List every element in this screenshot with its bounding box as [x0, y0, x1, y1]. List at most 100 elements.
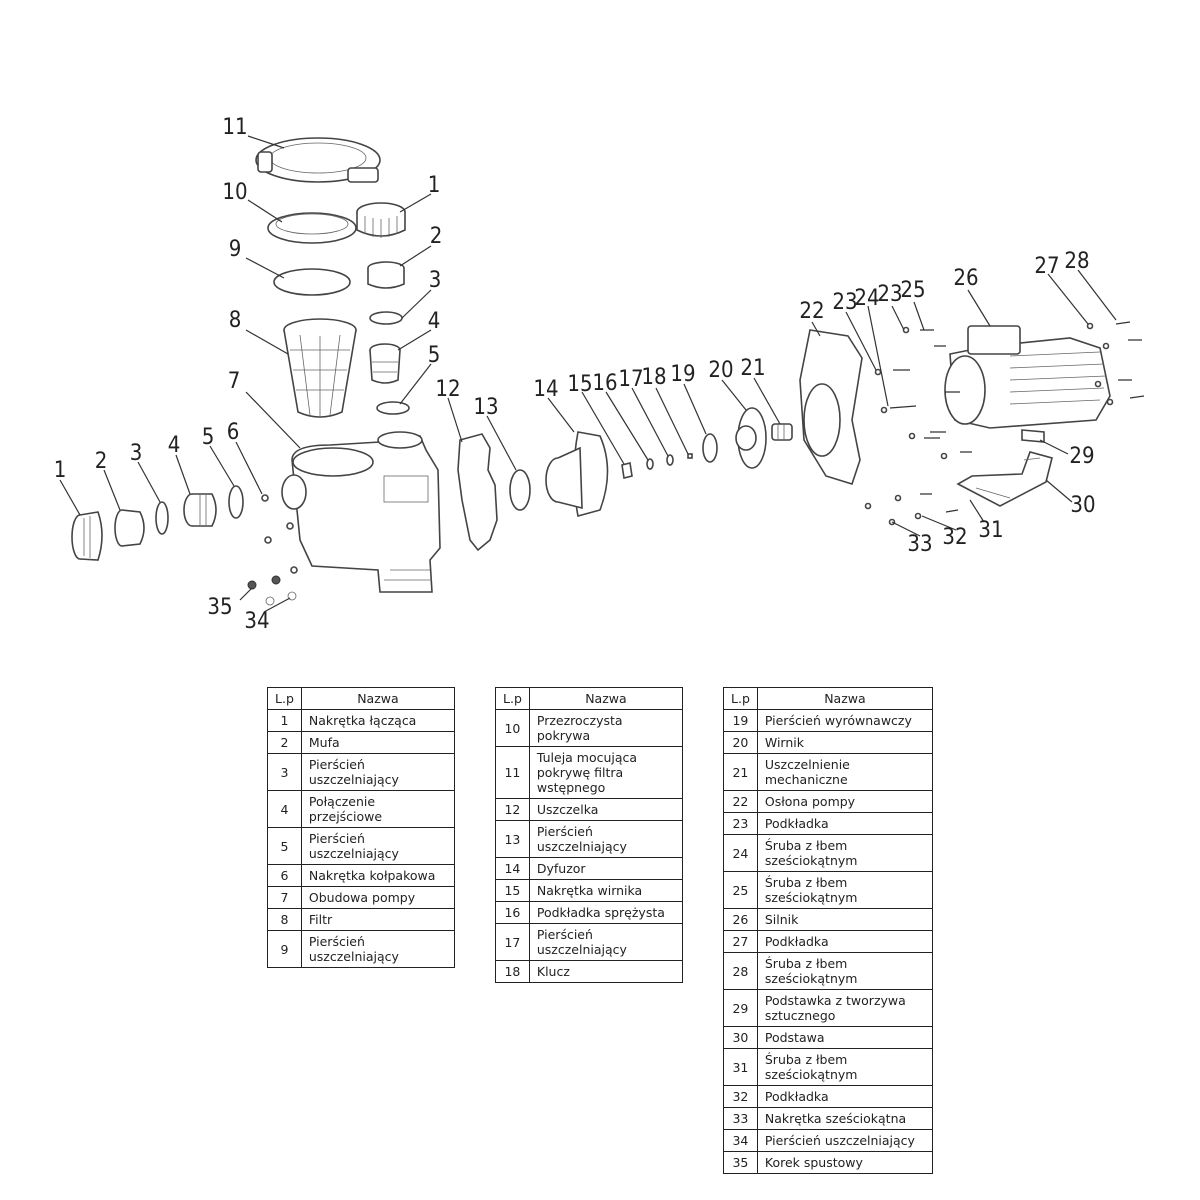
- callout-23-a: 23: [832, 290, 857, 315]
- part-oring-5-top: [376, 401, 410, 415]
- callout-3-top: 3: [429, 268, 442, 293]
- part-impeller: [735, 407, 767, 469]
- callout-11: 11: [222, 115, 247, 140]
- part-number-cell: 21: [723, 753, 758, 791]
- callout-28: 28: [1064, 249, 1089, 274]
- part-number-cell: 16: [495, 901, 530, 924]
- part-name-cell: Śruba z łbem sześciokątnym: [756, 952, 934, 990]
- part-wear-ring: [702, 433, 718, 463]
- callout-1-top: 1: [428, 173, 441, 198]
- part-name-cell: Podkładka: [756, 812, 934, 835]
- part-name-cell: Śruba z łbem sześciokątnym: [756, 871, 934, 909]
- part-number-cell: 8: [267, 908, 302, 931]
- part-pump-housing: [281, 431, 441, 593]
- part-number-cell: 24: [723, 834, 758, 872]
- callout-32: 32: [942, 525, 967, 550]
- callout-2-top: 2: [430, 224, 443, 249]
- part-name-cell: Podkładka sprężysta: [528, 901, 684, 924]
- part-number-cell: 13: [495, 820, 530, 858]
- callout-31: 31: [978, 518, 1003, 543]
- callout-5-left: 5: [202, 425, 215, 450]
- part-number-cell: 15: [495, 879, 530, 902]
- callout-18: 18: [641, 365, 666, 390]
- part-number-cell: 6: [267, 864, 302, 887]
- part-name-cell: Nakrętka kołpakowa: [300, 864, 456, 887]
- part-number-cell: 23: [723, 812, 758, 835]
- part-oring-5-left: [228, 485, 244, 519]
- callout-35: 35: [207, 595, 232, 620]
- part-name-cell: Śruba z łbem sześciokątnym: [756, 1048, 934, 1086]
- callout-25: 25: [900, 278, 925, 303]
- callout-23-b: 23: [877, 282, 902, 307]
- part-name-cell: Podstawka z tworzywa sztucznego: [756, 989, 934, 1027]
- part-name-cell: Tuleja mocująca pokrywę filtra wstępnego: [528, 746, 684, 799]
- part-name-cell: Korek spustowy: [756, 1151, 934, 1174]
- part-number-cell: 20: [723, 731, 758, 754]
- part-number-cell: 26: [723, 908, 758, 931]
- part-name-cell: Obudowa pompy: [300, 886, 456, 909]
- part-gasket: [457, 433, 498, 552]
- part-number-cell: 9: [267, 930, 302, 968]
- callout-labels: 11 10 9 8 7 1 2 3 4 5 1 2 3 4 5 6 12 13 …: [54, 115, 1096, 634]
- part-oring-3-top: [369, 311, 403, 325]
- part-union-nut-left: [71, 511, 103, 561]
- part-number-cell: 25: [723, 871, 758, 909]
- part-base: [956, 451, 1053, 507]
- part-name-cell: Połączenie przejściowe: [300, 790, 456, 828]
- part-name-cell: Pierścień uszczelniający: [528, 820, 684, 858]
- part-socket-top: [367, 261, 405, 289]
- part-oring-3-left: [155, 501, 169, 535]
- part-number-cell: 2: [267, 731, 302, 754]
- part-socket-left: [114, 509, 145, 547]
- callout-9: 9: [229, 237, 242, 262]
- callout-24: 24: [854, 286, 879, 311]
- part-number-cell: 5: [267, 827, 302, 865]
- part-number-cell: 17: [495, 923, 530, 961]
- callout-2-left: 2: [95, 449, 108, 474]
- callout-27: 27: [1034, 254, 1059, 279]
- part-name-cell: Nakrętka łącząca: [300, 709, 456, 732]
- part-name-cell: Śruba z łbem sześciokątnym: [756, 834, 934, 872]
- part-name-cell: Wirnik: [756, 731, 934, 754]
- part-number-cell: 11: [495, 746, 530, 799]
- part-name-cell: Nakrętka wirnika: [528, 879, 684, 902]
- part-name-cell: Pierścień uszczelniający: [300, 753, 456, 791]
- part-name-cell: Dyfuzor: [528, 857, 684, 880]
- column-header-lp: L.p: [267, 687, 302, 710]
- part-motor: [944, 325, 1111, 429]
- part-oring-9: [273, 268, 351, 296]
- table-header-row: L.p Nazwa: [267, 687, 456, 710]
- part-adapter-left: [183, 493, 217, 527]
- part-name-cell: Pierścień uszczelniający: [528, 923, 684, 961]
- part-name-cell: Klucz: [528, 960, 684, 983]
- callout-22: 22: [799, 299, 824, 324]
- part-name-cell: Przezroczysta pokrywa: [528, 709, 684, 747]
- part-mechanical-seal: [771, 423, 793, 441]
- part-diffuser: [545, 431, 609, 517]
- callout-21: 21: [740, 356, 765, 381]
- part-number-cell: 4: [267, 790, 302, 828]
